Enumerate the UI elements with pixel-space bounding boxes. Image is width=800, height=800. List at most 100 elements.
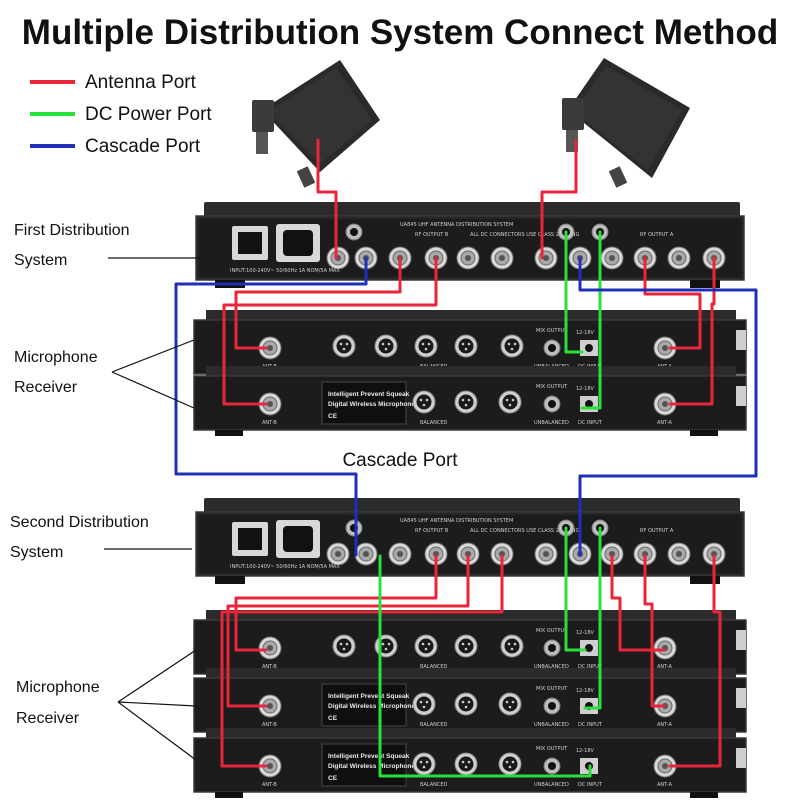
dc-out-jack[interactable]: [345, 223, 363, 241]
ant-a-connector[interactable]: [653, 336, 677, 360]
unbalanced-jack[interactable]: [543, 697, 561, 715]
ant-a-connector[interactable]: [653, 754, 677, 778]
xlr-output-3[interactable]: [454, 334, 478, 358]
xlr-output-0[interactable]: [412, 390, 436, 414]
dc-spec-text: 12-18V: [576, 386, 595, 392]
ac-outlet[interactable]: [276, 520, 320, 558]
bnc-connector-a2[interactable]: [600, 246, 624, 270]
ant-a-text: ANT-A: [657, 420, 672, 426]
bnc-connector-b1[interactable]: [354, 542, 378, 566]
ac-inlet[interactable]: [232, 226, 268, 260]
xlr-output-1[interactable]: [454, 692, 478, 716]
ant-b-connector[interactable]: [258, 336, 282, 360]
ant-a-text: ANT-A: [657, 722, 672, 728]
xlr-output-2[interactable]: [498, 692, 522, 716]
rf-output-a-text: RF OUTPUT A: [640, 528, 674, 534]
dc-input-port[interactable]: [580, 340, 598, 356]
xlr-output-2[interactable]: [498, 752, 522, 776]
second-system-label-line2: System: [10, 544, 63, 561]
cascade-port-label: Cascade Port: [342, 450, 458, 471]
bnc-connector-b4[interactable]: [456, 246, 480, 270]
dc-input-port[interactable]: [580, 396, 598, 412]
unbalanced-jack[interactable]: [543, 339, 561, 357]
dc-cable-2-rx3: [378, 554, 592, 778]
bnc-connector-a4[interactable]: [667, 246, 691, 270]
bnc-connector-b0[interactable]: [326, 246, 350, 270]
bnc-connector-b2[interactable]: [388, 542, 412, 566]
xlr-output-1[interactable]: [454, 752, 478, 776]
ant-b-connector[interactable]: [258, 636, 282, 660]
bnc-connector-b5[interactable]: [490, 246, 514, 270]
mix-output-text: MIX OUTPUT: [536, 384, 568, 390]
bnc-connector-a3[interactable]: [633, 542, 657, 566]
panel-line1: Intelligent Prevent Squeak: [328, 391, 410, 398]
dc-input-text: DC INPUT: [578, 420, 603, 426]
xlr-output-2[interactable]: [414, 334, 438, 358]
xlr-output-4[interactable]: [500, 634, 524, 658]
ant-b-connector[interactable]: [258, 694, 282, 718]
ant-a-text: ANT-A: [657, 664, 672, 670]
unbalanced-text: UNBALANCED: [534, 420, 569, 426]
ant-b-text: ANT-B: [262, 782, 277, 788]
xlr-output-4[interactable]: [500, 334, 524, 358]
dc-input-port[interactable]: [580, 640, 598, 656]
ant-b-text: ANT-B: [262, 722, 277, 728]
rf-output-b-text: RF OUTPUT B: [415, 232, 449, 238]
ant-a-connector[interactable]: [653, 636, 677, 660]
xlr-output-1[interactable]: [374, 334, 398, 358]
xlr-output-1[interactable]: [454, 390, 478, 414]
power-spec-text: INPUT:100-240V~ 50/60Hz 1A NOM/5A MAX: [230, 564, 340, 570]
antenna-cable-2a-rx2: [643, 554, 666, 708]
cascade-cable-right: [578, 256, 758, 557]
antenna-cable-b-rx1: [234, 256, 402, 350]
unbalanced-jack[interactable]: [543, 757, 561, 775]
dc-spec-text: 12-18V: [576, 330, 595, 336]
balanced-text: BALANCED: [420, 782, 448, 788]
panel-line2: Digital Wireless Microphone: [328, 763, 415, 770]
first-system-label: First Distribution System: [14, 222, 200, 269]
xlr-output-2[interactable]: [414, 634, 438, 658]
model-text: UA845 UHF ANTENNA DISTRIBUTION SYSTEM: [400, 222, 513, 228]
dc-spec-text: 12-18V: [576, 688, 595, 694]
dc-out-jack[interactable]: [345, 519, 363, 537]
xlr-output-0[interactable]: [332, 334, 356, 358]
ce-mark: CE: [328, 413, 338, 420]
unbalanced-jack[interactable]: [543, 395, 561, 413]
antenna-cable-2b-rx2: [226, 554, 470, 708]
dc-cable-2-rx2: [583, 526, 602, 710]
dc-input-text: DC INPUT: [578, 782, 603, 788]
dc-cable-rx1: [564, 230, 584, 354]
ant-b-text: ANT-B: [262, 420, 277, 426]
xlr-output-2[interactable]: [498, 390, 522, 414]
legend: Antenna Port DC Power Port Cascade Port: [30, 72, 212, 157]
xlr-output-3[interactable]: [454, 634, 478, 658]
all-dc-text: ALL DC CONNECTORS USE CLASS 2 WIRING: [470, 232, 580, 238]
bnc-connector-b0[interactable]: [326, 542, 350, 566]
xlr-output-0[interactable]: [412, 692, 436, 716]
xlr-output-0[interactable]: [332, 634, 356, 658]
dc-input-text: DC INPUT: [578, 722, 603, 728]
xlr-output-0[interactable]: [412, 752, 436, 776]
panel-line2: Digital Wireless Microphone: [328, 401, 415, 408]
bnc-connector-a5[interactable]: [702, 542, 726, 566]
bnc-connector-a0[interactable]: [534, 246, 558, 270]
power-spec-text: INPUT:100-240V~ 50/60Hz 1A NOM/5A MAX: [230, 268, 340, 274]
mix-output-text: MIX OUTPUT: [536, 746, 568, 752]
unbalanced-jack[interactable]: [543, 639, 561, 657]
bnc-connector-a4[interactable]: [667, 542, 691, 566]
antenna-cable-left: [316, 138, 338, 260]
xlr-output-1[interactable]: [374, 634, 398, 658]
antenna-cable-right: [540, 138, 578, 260]
ac-outlet[interactable]: [276, 224, 320, 262]
antenna-cable-2b-rx1: [234, 554, 438, 652]
antenna-left: [252, 60, 380, 188]
bnc-connector-a0[interactable]: [534, 542, 558, 566]
bnc-connector-b5[interactable]: [490, 542, 514, 566]
dc-input-port[interactable]: [580, 698, 598, 714]
ac-inlet[interactable]: [232, 522, 268, 556]
model-text: UA845 UHF ANTENNA DISTRIBUTION SYSTEM: [400, 518, 513, 524]
